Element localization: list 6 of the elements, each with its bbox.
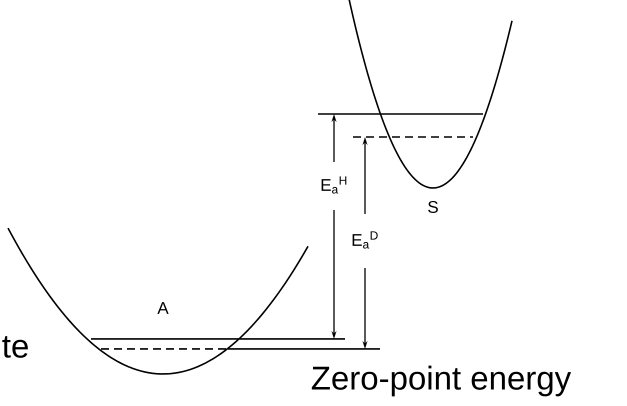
curve-label: S — [428, 200, 438, 213]
energy-label: E$_{a}$H — [322, 176, 346, 194]
energy-label: Zero-point energy — [312, 366, 572, 396]
energy-label: E$_{a}$D — [352, 231, 378, 249]
curve-label: A — [157, 302, 169, 314]
text-fragment: te — [2, 336, 28, 358]
